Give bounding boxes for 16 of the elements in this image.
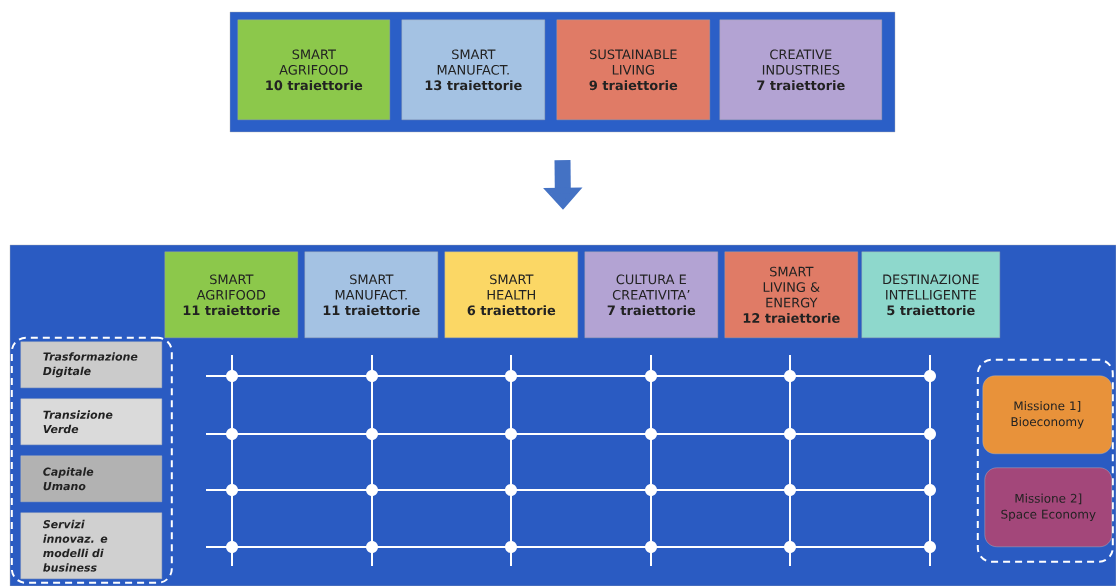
theme-box: Capitale Umano [20, 455, 162, 502]
sector-box: SMART AGRIFOOD 10 traiettorie [237, 19, 390, 120]
sector-box: SMART AGRIFOOD 11 traiettorie [164, 251, 298, 338]
sector-box: SMART MANUFACT. 11 traiettorie [304, 251, 438, 338]
mission-box: Missione 1] Bioeconomy [982, 375, 1112, 454]
sector-box: SMART HEALTH 6 traiettorie [444, 251, 578, 338]
sector-box: SUSTAINABLE LIVING 9 traiettorie [556, 19, 710, 120]
theme-box: Trasformazione Digitale [20, 341, 162, 388]
theme-box: Transizione Verde [20, 398, 162, 445]
sector-box: CREATIVE INDUSTRIES 7 traiettorie [719, 19, 882, 120]
sector-box: SMART LIVING & ENERGY 12 traiettorie [724, 251, 858, 338]
sector-box: SMART MANUFACT. 13 traiettorie [401, 19, 545, 120]
sector-box: CULTURA E CREATIVITA’ 7 traiettorie [584, 251, 718, 338]
sector-box: DESTINAZIONE INTELLIGENTE 5 traiettorie [861, 251, 1000, 338]
mission-box: Missione 2] Space Economy [984, 467, 1112, 547]
theme-box: Servizi innovaz. e modelli di business [20, 512, 162, 579]
